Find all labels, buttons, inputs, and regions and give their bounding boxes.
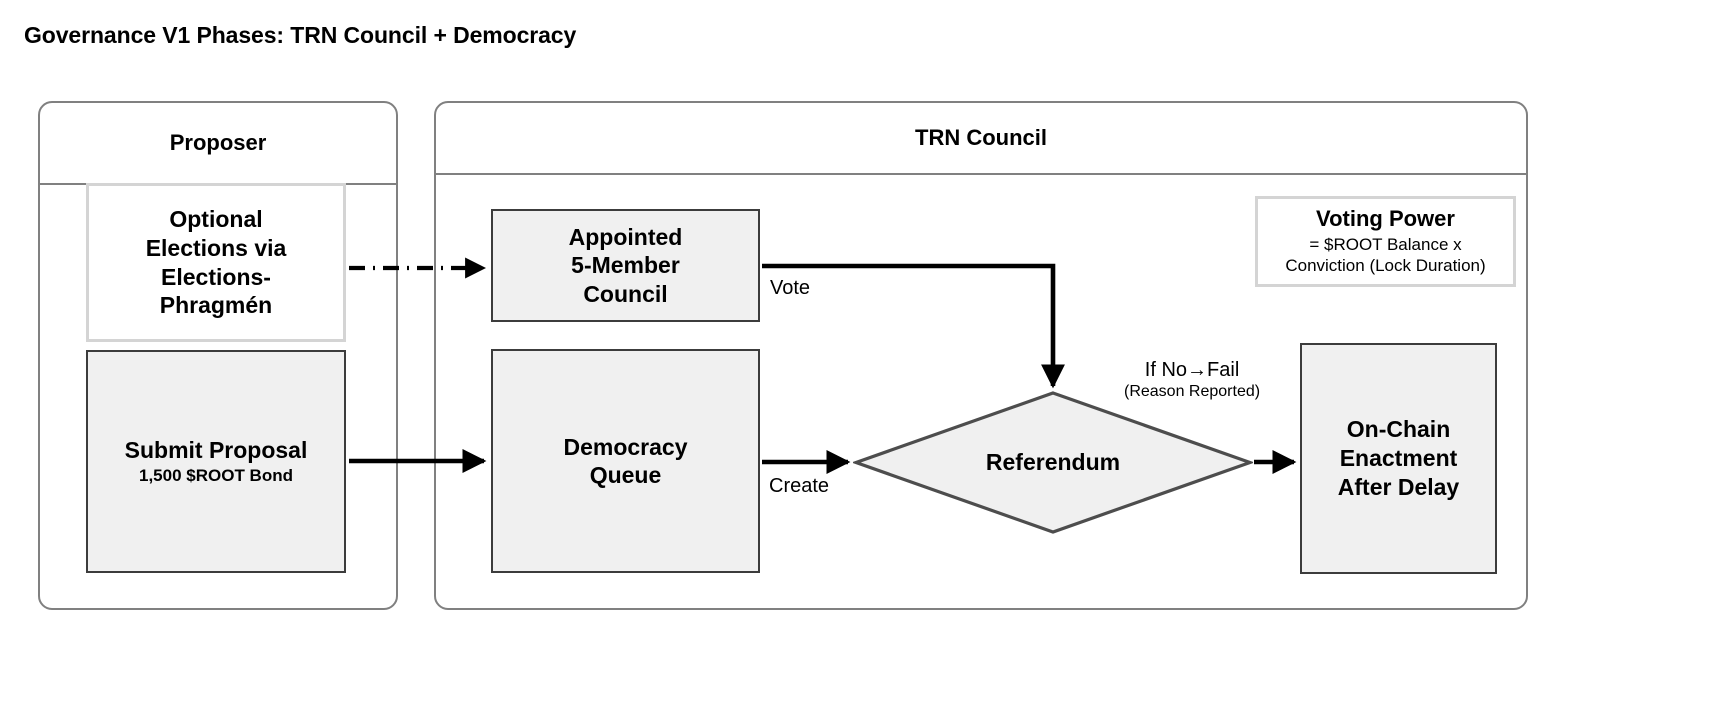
node-democracy-queue-line2: Queue <box>589 462 662 488</box>
node-optional-elections[interactable]: Optional Elections via Elections- Phragm… <box>86 183 346 342</box>
node-referendum-label: Referendum <box>985 449 1121 475</box>
node-voting-power-title: Voting Power <box>1316 206 1455 232</box>
edge-label-vote: Vote <box>770 277 811 299</box>
node-appointed-council-line2: 5-Member <box>571 252 680 279</box>
edge-label-if-no-fail-line1: If No→Fail <box>1144 359 1240 381</box>
swimlane-trn-council: TRN Council <box>434 101 1528 610</box>
edge-label-create: Create <box>769 475 830 497</box>
swimlane-trn-council-label: TRN Council <box>915 125 1047 150</box>
swimlane-trn-council-header: TRN Council <box>436 103 1526 175</box>
node-submit-proposal-title: Submit Proposal <box>124 437 308 464</box>
node-optional-elections-line3: Elections- <box>161 263 271 290</box>
node-referendum[interactable]: Referendum <box>853 391 1253 534</box>
edge-label-if-no-fail-line2: (Reason Reported) <box>1124 383 1261 400</box>
node-on-chain-enactment-line3: After Delay <box>1337 473 1460 500</box>
node-appointed-council-line1: Appointed <box>568 224 683 251</box>
edge-label-if-no-fail: If No→Fail (Reason Reported) <box>1124 358 1260 401</box>
node-voting-power[interactable]: Voting Power = $ROOT Balance x Convictio… <box>1255 196 1516 287</box>
swimlane-proposer-label: Proposer <box>169 130 267 155</box>
node-submit-proposal[interactable]: Submit Proposal 1,500 $ROOT Bond <box>86 350 346 573</box>
node-on-chain-enactment[interactable]: On-Chain Enactment After Delay <box>1300 343 1497 574</box>
node-optional-elections-line1: Optional <box>169 205 263 232</box>
page-title: Governance V1 Phases: TRN Council + Demo… <box>24 22 577 48</box>
swimlane-proposer: Proposer <box>38 101 398 610</box>
swimlane-proposer-header: Proposer <box>40 103 396 185</box>
node-voting-power-sub-line2: Conviction (Lock Duration) <box>1285 256 1486 276</box>
node-appointed-council-line3: Council <box>583 280 668 307</box>
node-submit-proposal-subtitle: 1,500 $ROOT Bond <box>139 466 293 486</box>
node-democracy-queue[interactable]: Democracy Queue <box>491 349 760 573</box>
node-democracy-queue-line1: Democracy <box>563 433 688 460</box>
node-on-chain-enactment-line1: On-Chain <box>1346 416 1451 443</box>
node-optional-elections-line2: Elections via <box>145 234 287 261</box>
node-optional-elections-line4: Phragmén <box>159 292 273 319</box>
diamond-shape <box>853 391 1253 534</box>
node-appointed-council[interactable]: Appointed 5-Member Council <box>491 209 760 322</box>
node-voting-power-sub-line1: = $ROOT Balance x <box>1309 235 1462 255</box>
node-on-chain-enactment-line2: Enactment <box>1339 445 1458 472</box>
